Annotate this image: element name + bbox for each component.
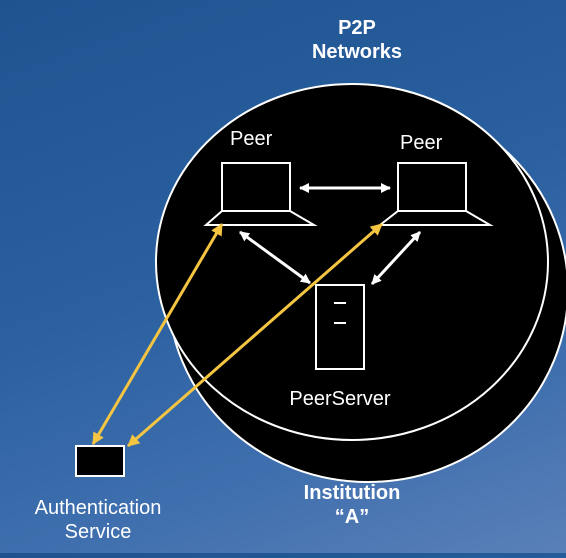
peer-server-label: PeerServer xyxy=(289,388,391,410)
peer-server-icon xyxy=(315,284,365,370)
institution-a-label: Institution “A” xyxy=(303,482,401,528)
peer-right-laptop-icon xyxy=(377,162,494,226)
p2p-networks-label: P2P Networks xyxy=(311,17,403,63)
auth-right-peer-arrow xyxy=(127,222,383,448)
authentication-service-label: Authentication Service xyxy=(34,497,162,543)
peer-left-laptop-icon xyxy=(203,162,318,226)
peer-left-label: Peer xyxy=(230,128,273,150)
peer-right-label: Peer xyxy=(400,132,443,154)
auth-service-box xyxy=(75,445,125,477)
